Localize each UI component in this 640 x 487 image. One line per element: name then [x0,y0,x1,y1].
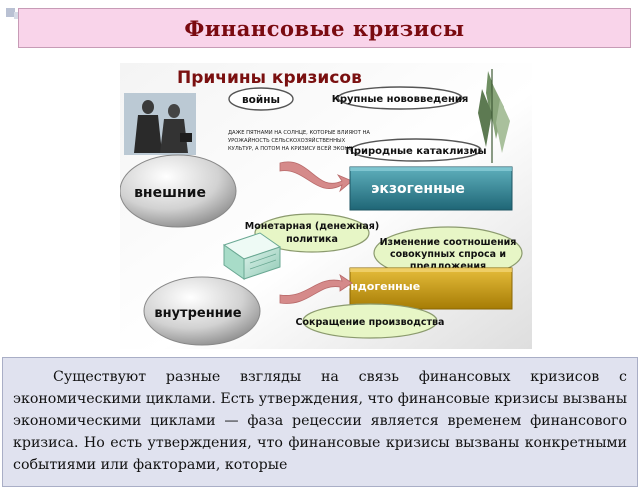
monetary-policy-label-line2: политика [286,234,338,245]
sunspot-text-line1: ДАЖЕ ПЯТНАМИ НА СОЛНЦЕ, КОТОРЫЕ ВЛИЯЮТ Н… [228,130,370,136]
supply-demand-label-line2: совокупных спроса и [390,249,506,260]
sunspot-text-line3: КУЛЬТУР, А ПОТОМ НА КРИЗИСУ ВСЕЙ ЭКОНОМИ… [228,145,370,152]
money-block-icon [222,232,282,280]
natural-disasters-label: Природные катаклизмы [345,146,486,157]
arrow-to-exogenous [279,161,353,193]
internal-label: внутренние [154,306,241,321]
arrow-to-endogenous [279,274,353,304]
wars-oval [228,87,294,111]
innovations-oval [337,86,463,110]
endogenous-box [349,267,513,310]
supply-demand-label-line1: Изменение соотношения [380,237,517,248]
body-paragraph: Существуют разные взгляды на связь финан… [13,369,627,473]
slide-title: Финансовые кризисы [184,15,465,41]
slide-bullet-square-small [14,12,21,19]
sunspot-text-line2: УРОЖАЙНОСТЬ СЕЛЬСКОХОЗЯЙСТВЕННЫХ [228,137,346,144]
exogenous-box [349,166,513,211]
endogenous-label: эндогенные [344,280,420,293]
exogenous-label: экзогенные [371,181,465,197]
innovations-label: Крупные нововведения [332,94,469,105]
production-reduction-label: Сокращение производства [296,317,445,328]
production-reduction-oval [302,303,438,339]
slide-title-box: Финансовые кризисы [18,8,631,48]
monetary-policy-label-line1: Монетарная (денежная) [245,221,379,232]
internal-sphere [143,276,261,346]
external-sphere [120,154,237,228]
wars-label: войны [242,94,280,106]
monetary-policy-oval [254,213,370,253]
diagram-heading: Причины кризисов [177,68,362,88]
external-label: внешние [134,185,206,201]
natural-disasters-oval [350,138,482,162]
slide-bullet-square [6,8,15,17]
supply-demand-label-line3: предложения [410,261,486,272]
businessmen-photo [124,93,196,155]
crisis-causes-diagram: Причины кризисов войны Крупные нововведе… [120,63,532,349]
crystal-decoration [478,69,510,163]
body-text-box: Существуют разные взгляды на связь финан… [2,357,638,487]
